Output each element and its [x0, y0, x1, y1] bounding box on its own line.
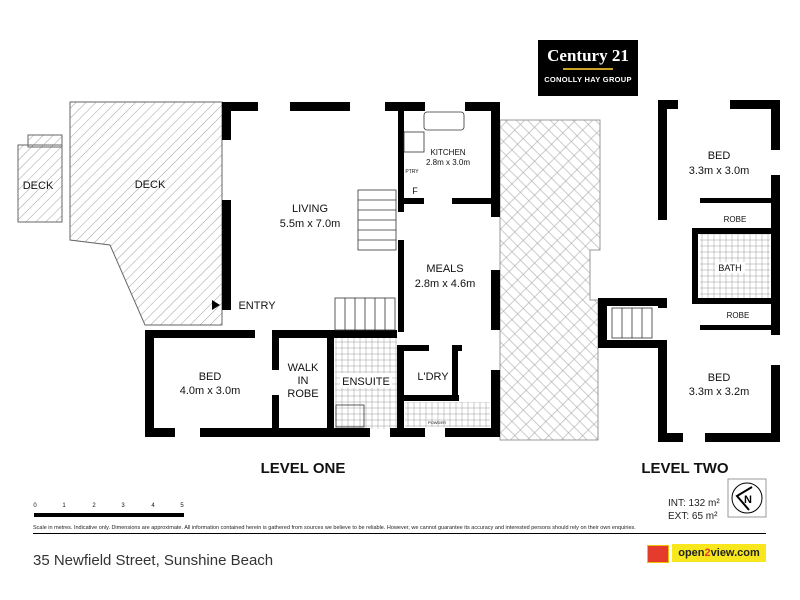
meals-dim: 2.8m x 4.6m: [415, 278, 476, 290]
level-one-walls: [145, 102, 500, 437]
powder-label: POWDER: [428, 420, 446, 425]
scale-bar: 0 1 2 3 4 5: [33, 503, 184, 517]
bed-label: BED: [199, 371, 222, 383]
bed-dim: 4.0m x 3.0m: [180, 385, 241, 397]
level-two-title: LEVEL TWO: [641, 460, 729, 477]
external-area: EXT: 65 m²: [668, 511, 718, 522]
bath-label: BATH: [718, 263, 741, 273]
meals-label: MEALS: [426, 263, 463, 275]
svg-text:5: 5: [180, 503, 184, 509]
wir-label-1: WALK: [288, 362, 319, 374]
wir-label-2: IN: [298, 375, 309, 387]
entry-arrow-icon: [212, 300, 220, 310]
entry-label: ENTRY: [238, 300, 276, 312]
svg-text:2: 2: [92, 503, 96, 509]
bed1-dim: 3.3m x 3.0m: [689, 165, 750, 177]
bed2-dim: 3.3m x 3.2m: [689, 386, 750, 398]
deck-area: [69, 101, 223, 326]
laundry-label: L'DRY: [417, 371, 449, 383]
svg-text:4: 4: [151, 503, 155, 509]
disclaimer: Scale in metres. Indicative only. Dimens…: [33, 525, 766, 534]
area-summary: INT: 132 m² EXT: 65 m²: [668, 497, 720, 523]
svg-text:0: 0: [33, 503, 37, 509]
address: 35 Newfield Street, Sunshine Beach: [33, 552, 274, 569]
svg-text:N: N: [744, 494, 752, 506]
living-dim: 5.5m x 7.0m: [280, 218, 341, 230]
robe2-label: ROBE: [727, 311, 750, 320]
svg-text:3: 3: [121, 503, 125, 509]
deck-small-label: DECK: [23, 180, 54, 192]
kitchen-label: KITCHEN: [430, 148, 465, 157]
kitchen-dim: 2.8m x 3.0m: [426, 158, 470, 167]
fridge-label: F: [412, 186, 418, 196]
paving-area: [499, 119, 601, 441]
pantry-label: PTRY: [405, 169, 419, 175]
internal-area: INT: 132 m²: [668, 498, 720, 509]
bed2-label: BED: [708, 372, 731, 384]
century21-logo: Century 21 CONOLLY HAY GROUP: [538, 40, 638, 96]
powder-floor: [405, 402, 490, 427]
open2view-logo[interactable]: open2view.com: [672, 544, 766, 562]
open2view-house-icon: [647, 545, 669, 563]
deck-label: DECK: [135, 179, 166, 191]
wir-label-3: ROBE: [287, 388, 318, 400]
stairs: [334, 111, 653, 428]
svg-text:1: 1: [62, 503, 66, 509]
living-label: LIVING: [292, 203, 328, 215]
north-arrow-icon: N: [727, 478, 767, 518]
robe1-label: ROBE: [724, 215, 747, 224]
ensuite-label: ENSUITE: [342, 376, 390, 388]
bed1-label: BED: [708, 150, 731, 162]
level-one-title: LEVEL ONE: [261, 460, 346, 477]
level-two-walls: [598, 100, 780, 442]
brand-group: CONOLLY HAY GROUP: [544, 75, 632, 84]
